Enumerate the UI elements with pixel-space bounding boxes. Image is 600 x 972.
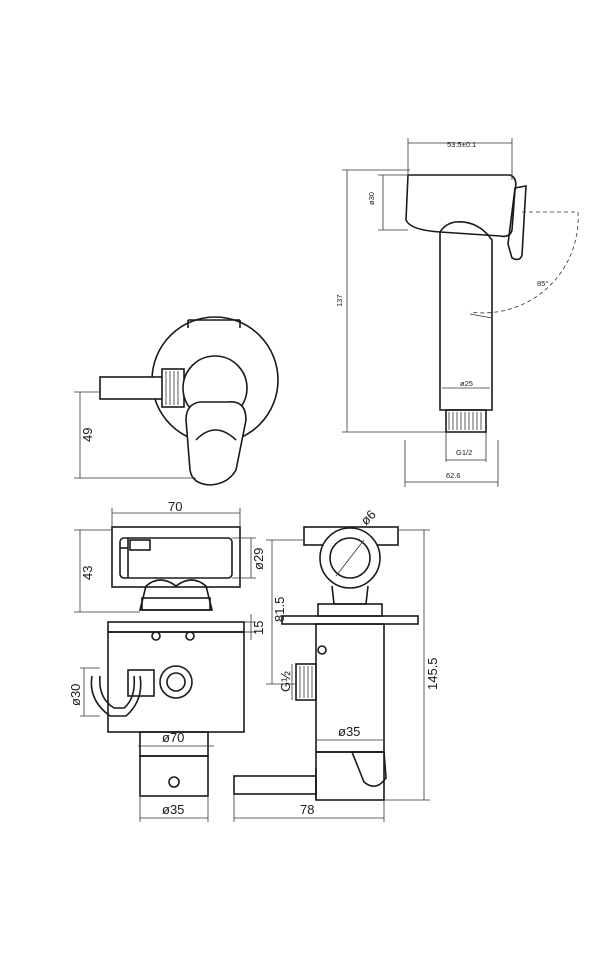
rv-height-mid-label: 81.5	[272, 597, 287, 622]
fv-dia-plate-label: ø70	[162, 730, 184, 745]
hs-width-top-label: 53.5±0.1	[447, 140, 476, 149]
hs-dia-head-label: ø30	[367, 192, 376, 205]
sv-depth-label: 49	[80, 428, 95, 442]
rv-thread-label: G½	[278, 671, 293, 692]
fv-top-height-label: 43	[80, 566, 95, 580]
fv-width-label: 70	[168, 499, 182, 514]
fv-dia-holder-label: ø30	[68, 684, 83, 706]
right-view: ø6 81.5 145.5 G½ ø35 78	[233, 507, 440, 822]
hs-dia-body-label: ø25	[460, 379, 473, 388]
hs-thread-label: G1/2	[456, 448, 472, 457]
handshower-view: 53.5±0.1 ø30 85° 137 ø25 G1/2 62.6	[335, 138, 579, 487]
hs-length-label: 62.6	[446, 471, 461, 480]
fv-dia-outlet-label: ø35	[162, 802, 184, 817]
side-view: 49	[74, 316, 279, 486]
rv-height-total-label: 145.5	[425, 657, 440, 690]
fv-plate-label: 15	[251, 621, 266, 635]
hs-angle-label: 85°	[537, 279, 548, 288]
rv-length-label: 78	[300, 802, 314, 817]
rv-dia-small-label: ø6	[358, 507, 379, 528]
rv-dia-body-label: ø35	[338, 724, 360, 739]
hs-height-label: 137	[335, 294, 344, 307]
fv-dia-handle-label: ø29	[251, 548, 266, 570]
front-view: 70 43 ø29 15 ø30 ø70 ø35	[68, 499, 266, 822]
